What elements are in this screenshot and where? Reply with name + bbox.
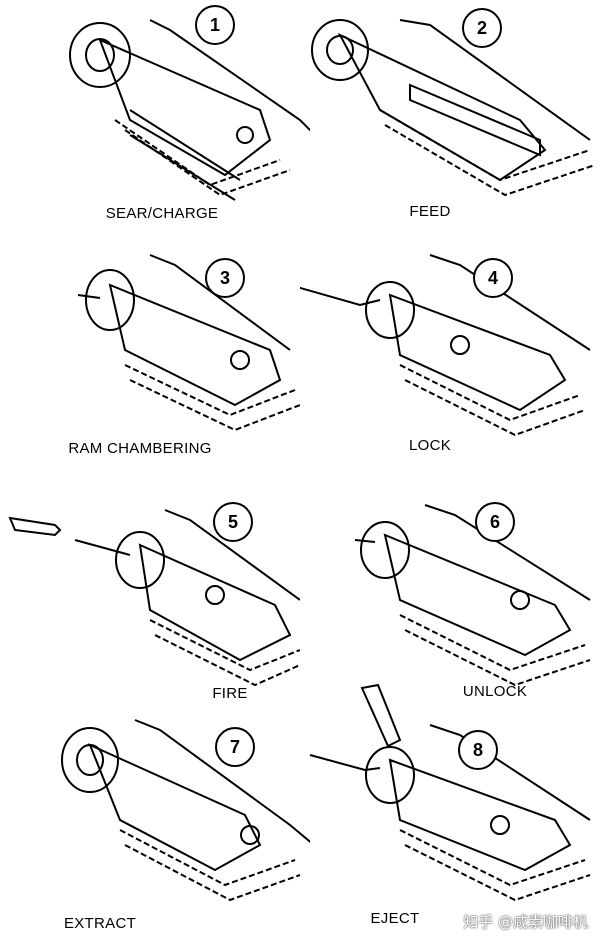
eject-illustration [309, 683, 591, 902]
ram-chambering-illustration [77, 254, 300, 432]
step-number-badge: 5 [213, 502, 253, 542]
step-panel-4: 4 LOCK [300, 240, 600, 475]
step-number-badge: 1 [195, 5, 235, 45]
unlock-illustration [354, 504, 591, 687]
step-number-badge: 2 [462, 8, 502, 48]
step-caption: FEED [409, 203, 451, 220]
lock-illustration [300, 254, 591, 437]
step-caption: LOCK [408, 437, 452, 454]
fire-illustration [8, 509, 300, 687]
feed-illustration [311, 19, 596, 197]
step-caption: EJECT [370, 910, 420, 927]
step-number-badge: 4 [473, 258, 513, 298]
step-panel-7: 7 EXTRACT [10, 705, 310, 940]
step-panel-3: 3 RAM CHAMBERING [0, 240, 300, 475]
step-number-badge: 3 [205, 258, 245, 298]
watermark: 知乎 @咸素咖啡机 [463, 913, 588, 931]
step-number-badge: 6 [475, 502, 515, 542]
step-panel-6: 6 UNLOCK [300, 490, 600, 725]
step-caption: EXTRACT [63, 915, 137, 932]
extract-illustration [61, 719, 310, 902]
step-caption: UNLOCK [462, 683, 528, 700]
step-panel-8: 8 EJECT [300, 680, 600, 927]
step-panel-5: 5 FIRE [0, 490, 300, 725]
step-caption: SEAR/CHARGE [105, 205, 219, 222]
step-panel-2: 2 FEED [300, 0, 600, 235]
step-caption: RAM CHAMBERING [68, 440, 212, 457]
step-number-badge: 7 [215, 727, 255, 767]
step-caption: FIRE [212, 685, 248, 702]
step-number-badge: 8 [458, 730, 498, 770]
step-panel-1: 1 SEAR/CHARGE [10, 0, 310, 235]
sear-charge-illustration [69, 19, 310, 201]
